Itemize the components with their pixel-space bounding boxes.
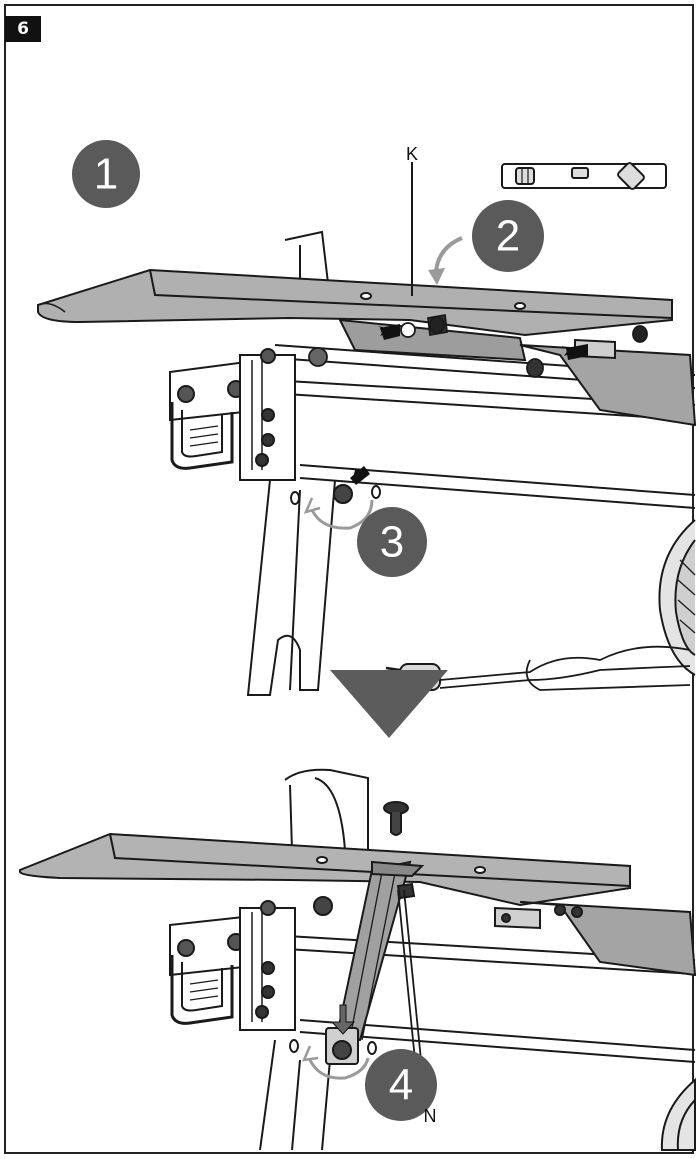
step-marker-2: 2 (472, 200, 544, 272)
knob-top (290, 484, 381, 505)
step-marker-3: 3 (357, 507, 427, 577)
svg-text:3: 3 (380, 518, 404, 567)
push-arrow-icon (348, 324, 588, 485)
top-panel: K 1 2 3 (37, 140, 697, 701)
bottom-panel: 4 N (19, 768, 697, 1151)
machine-leg-top (246, 230, 336, 696)
screw-part (383, 801, 409, 836)
handle-bracket-top (169, 348, 296, 481)
handle-bracket-bottom (169, 896, 333, 1031)
machine-leg-bottom (259, 768, 369, 1151)
svg-text:4: 4 (389, 1061, 413, 1110)
rotation-arrow-icon (303, 497, 374, 530)
svg-text:1: 1 (94, 150, 118, 199)
step-marker-1: 1 (72, 140, 140, 208)
curved-arrow-icon (428, 236, 463, 285)
spirit-level-icon (501, 162, 667, 190)
step-marker-4: 4 (365, 1049, 437, 1121)
support-strut (325, 860, 425, 1065)
figure-number-badge: 6 (5, 16, 41, 42)
down-arrow-icon (330, 670, 448, 738)
fixing-screws-top (308, 313, 648, 378)
motor-bottom (660, 1077, 696, 1151)
motor-top (658, 519, 696, 676)
part-label-k: K (406, 144, 418, 164)
rotation-arrow-icon-bottom (289, 1039, 377, 1080)
table-plate-bottom (19, 832, 697, 977)
push-arrow-icon-bottom (330, 1004, 356, 1035)
power-cable (439, 645, 691, 691)
table-plate-top (37, 268, 697, 427)
svg-text:2: 2 (496, 212, 520, 261)
part-label-n: N (424, 1106, 437, 1126)
